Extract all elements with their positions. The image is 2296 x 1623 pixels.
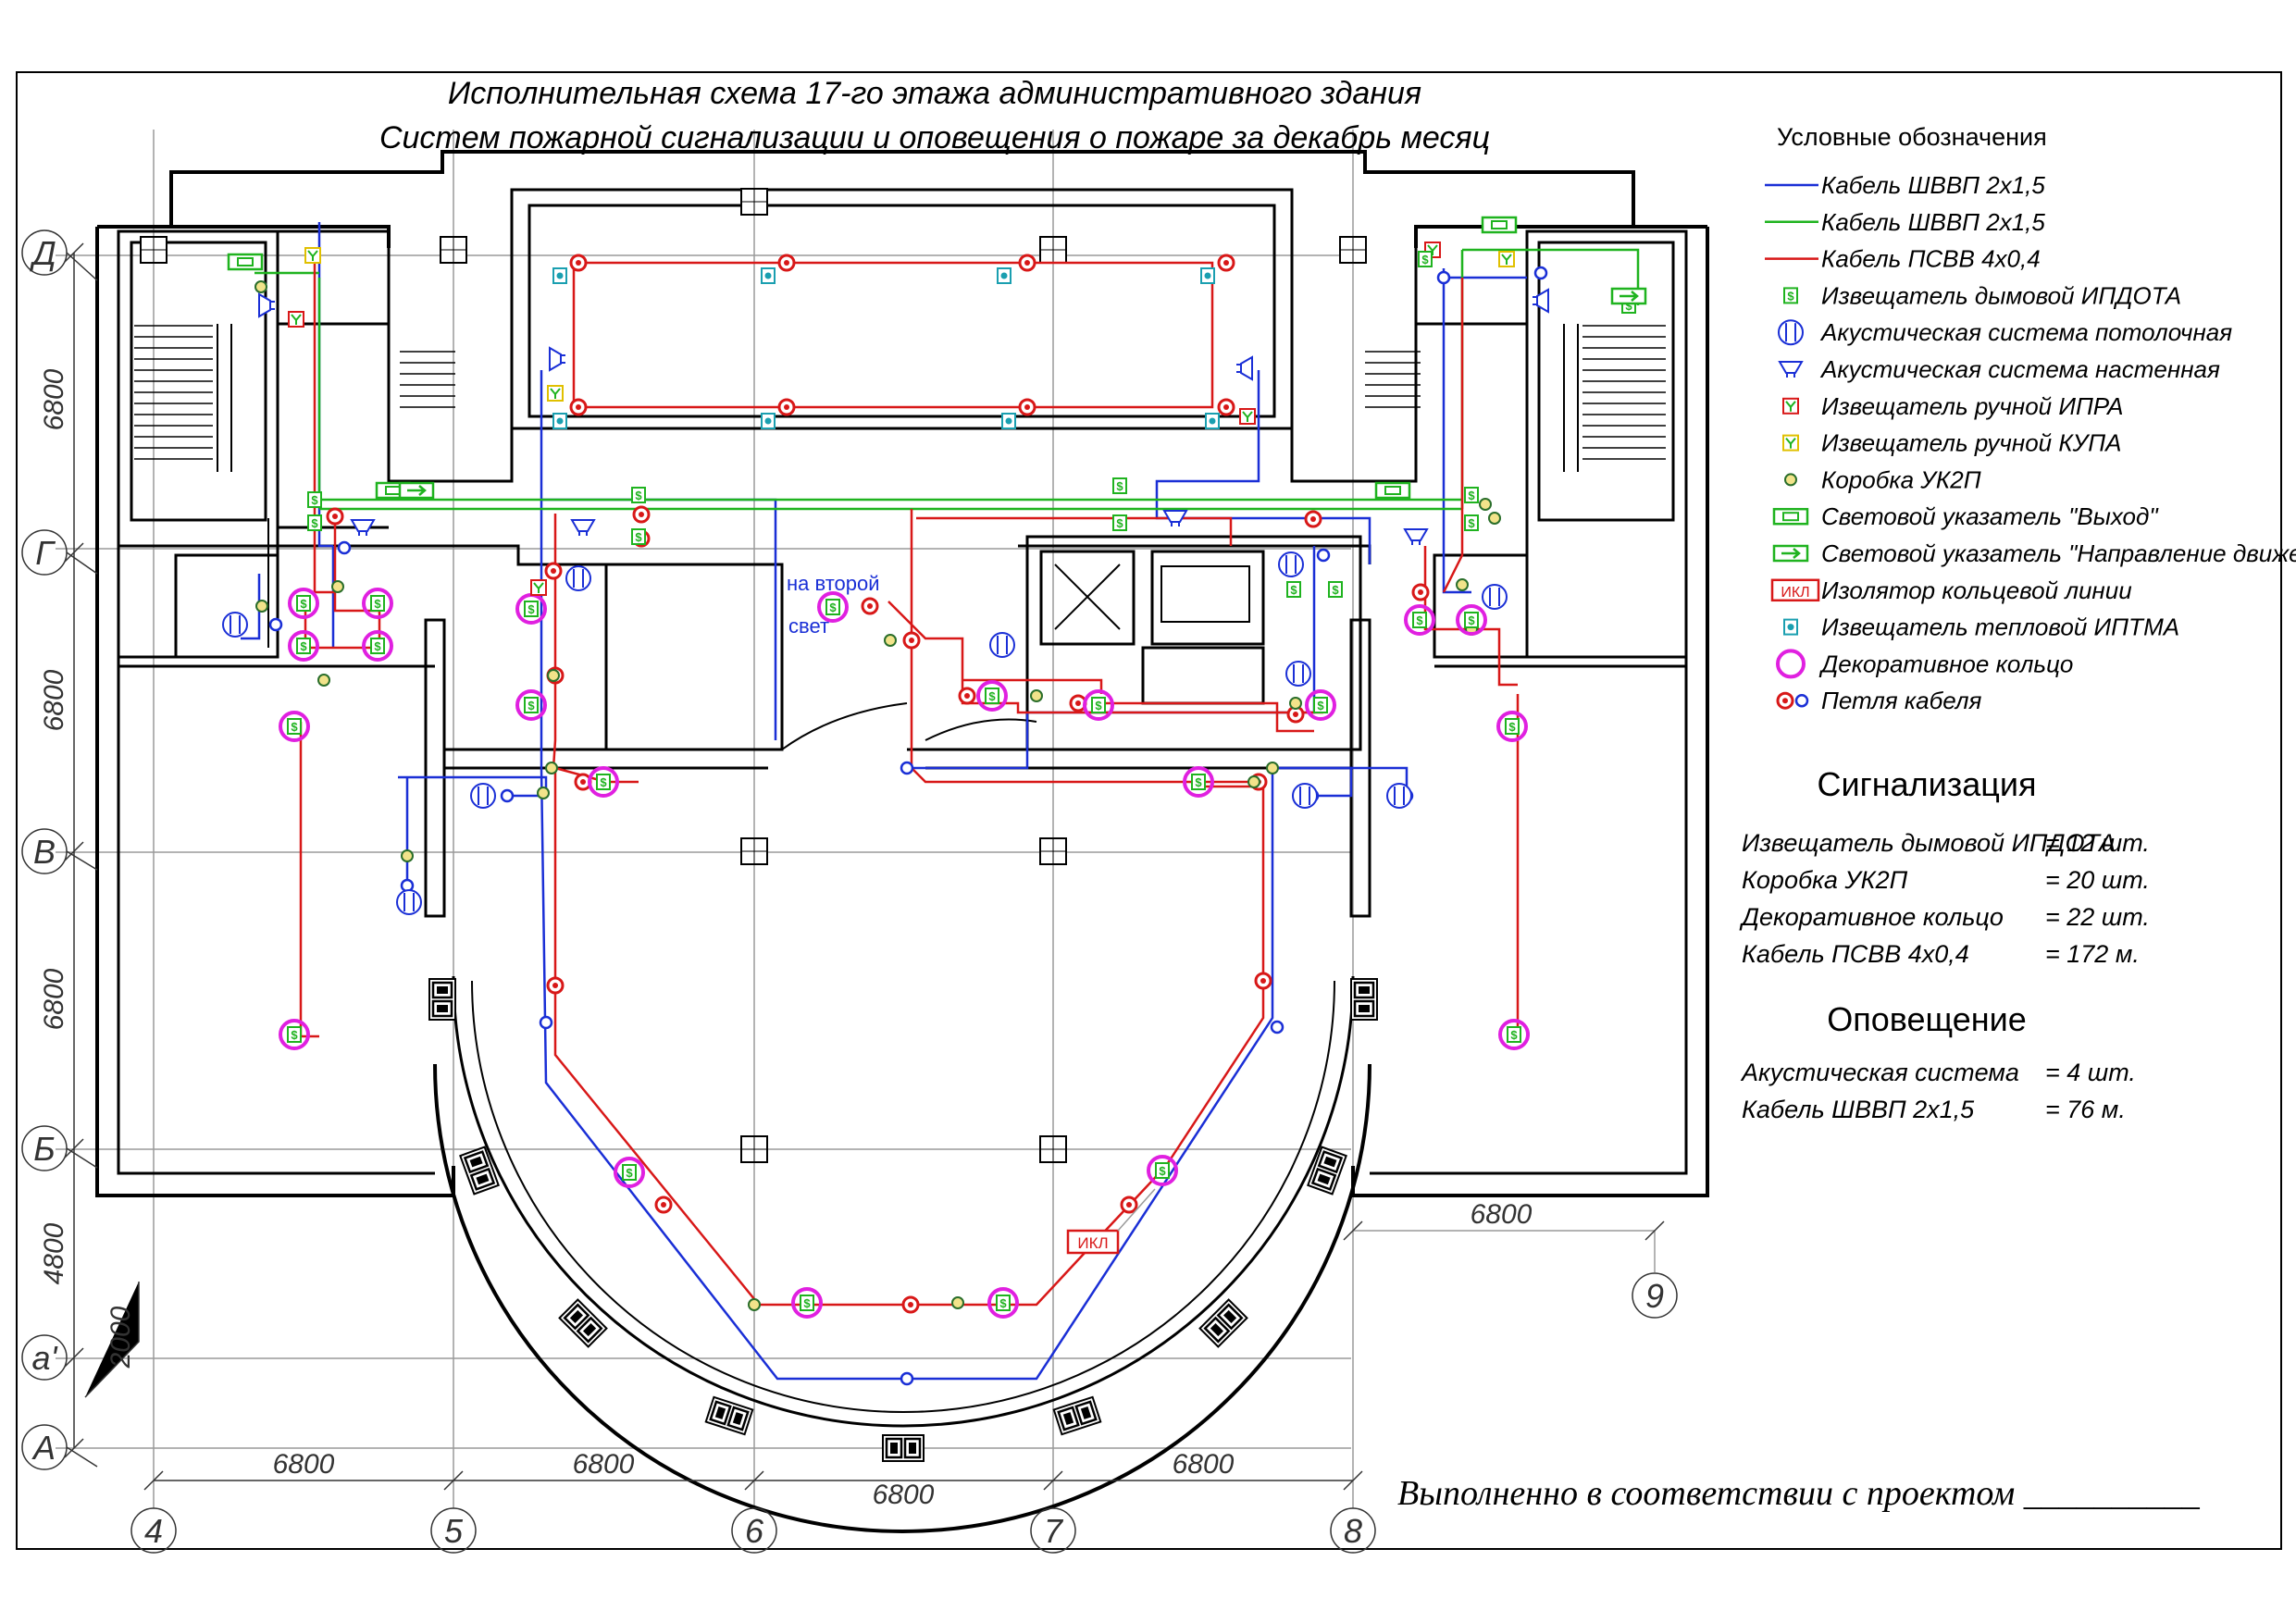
summary-item-name: Кабель ПСВВ 4х0,4 xyxy=(1742,940,1969,968)
axis-row-g: Г xyxy=(35,534,56,572)
green-cable-shvvp xyxy=(254,248,1640,511)
legend-title: Условные обозначения xyxy=(1777,123,2047,151)
note-na-vtoroy: на второй xyxy=(787,572,880,595)
stair-treads xyxy=(134,325,1666,460)
summary-item-value: = 4 шт. xyxy=(2045,1059,2136,1086)
axis-col-9: 9 xyxy=(1645,1277,1664,1315)
manual-call-points xyxy=(288,242,1515,596)
summary-item-value: = 20 шт. xyxy=(2045,866,2150,894)
axis-col-7: 7 xyxy=(1044,1512,1064,1550)
axis-row-v: В xyxy=(33,833,56,871)
ceiling-smoke-detectors xyxy=(552,267,1220,429)
direction-sign-icon xyxy=(1772,544,1809,563)
cable-loop-icon xyxy=(1776,691,1809,710)
axis-col-6: 6 xyxy=(745,1512,764,1550)
manual-kupa-icon xyxy=(1782,434,1799,452)
dim-col-7-8: 6800 xyxy=(1173,1449,1235,1480)
ikl-tag-text: ИКЛ xyxy=(1077,1234,1108,1252)
smoke-detector-icon xyxy=(1783,287,1798,304)
ikl-legend-text: ИКЛ xyxy=(1781,585,1809,601)
alarm-summary: Извещатель дымовой ИПДОТА= 12 шт. Коробка… xyxy=(1739,829,2150,968)
notify-title: Оповещение xyxy=(1827,1000,2027,1038)
note-svet: свет xyxy=(788,614,829,638)
summary-item-value: = 12 шт. xyxy=(2045,829,2150,857)
dimension-lines xyxy=(64,242,1665,1491)
axis-row-a: A xyxy=(31,1429,56,1467)
dim-row-b-a: 4800 xyxy=(39,1222,69,1284)
summary-item-value: = 76 м. xyxy=(2045,1096,2126,1123)
legend-label: Декоративное кольцо xyxy=(1818,650,2073,677)
window-units xyxy=(428,977,1379,1463)
dim-col-5-6: 6800 xyxy=(573,1449,635,1480)
legend-label: Извещатель тепловой ИПТМА xyxy=(1821,613,2179,641)
blue-cable-shvvp xyxy=(241,222,1527,1381)
title-line-2: Систем пожарной сигнализации и оповещени… xyxy=(379,120,1490,155)
dim-col-4-5: 6800 xyxy=(273,1449,335,1480)
ring-isolator-tag: ИКЛ xyxy=(1066,1229,1120,1255)
summary-item-value: = 22 шт. xyxy=(2045,903,2150,931)
legend-label: Акустическая система потолочная xyxy=(1819,318,2232,346)
axis-col-8: 8 xyxy=(1344,1512,1362,1550)
ceiling-speaker-icon xyxy=(1778,319,1804,346)
exit-sign-icon xyxy=(1772,507,1809,526)
heat-detector-icon xyxy=(1783,618,1798,636)
legend-label: Кабель ШВВП 2х1,5 xyxy=(1821,208,2045,236)
axis-row-b: Б xyxy=(33,1130,55,1168)
axis-col-5: 5 xyxy=(444,1512,464,1550)
legend-label: Петля кабеля xyxy=(1821,687,1981,714)
axis-bubbles: Д Г В Б a' A 4 5 6 7 8 9 xyxy=(21,229,1678,1554)
legend-label: Кабель ПСВВ 4х0,4 xyxy=(1821,245,2041,273)
summary-item-name: Кабель ШВВП 2х1,5 xyxy=(1742,1096,1975,1123)
summary-item-name: Извещатель дымовой ИПДОТА xyxy=(1742,829,2116,857)
legend-label: Акустическая система настенная xyxy=(1819,355,2220,383)
dimension-labels: 6800 6800 6800 6800 6800 6800 6800 6800 … xyxy=(39,368,1533,1510)
dim-row-g-v: 6800 xyxy=(39,669,69,731)
dim-col-6-7: 6800 xyxy=(873,1480,935,1510)
legend-label: Световой указатель "Выход" xyxy=(1821,502,2159,530)
title-line-1: Исполнительная схема 17-го этажа админис… xyxy=(448,76,1421,111)
manual-call-point-icon xyxy=(1782,397,1799,415)
wall-speaker-icon xyxy=(1779,361,1803,378)
legend-label: Коробка УК2П xyxy=(1821,465,1981,493)
legend-label: Извещатель ручной ИПРА xyxy=(1821,392,2123,420)
legend-label: Извещатель ручной КУПА xyxy=(1821,429,2121,457)
decorative-ring-icon xyxy=(1776,649,1806,679)
sheet-frame xyxy=(16,71,2282,1550)
junction-box-icon xyxy=(1784,473,1797,487)
axis-row-d: Д xyxy=(29,234,56,272)
legend-label: Изолятор кольцевой линии xyxy=(1821,576,2132,604)
summary-item-name: Декоративное кольцо xyxy=(1739,903,2004,931)
axis-row-a-prime: a' xyxy=(32,1339,58,1377)
summary-item-value: = 172 м. xyxy=(2045,940,2140,968)
summary-item-name: Коробка УК2П xyxy=(1742,866,1908,894)
legend-label: Световой указатель "Направление движения… xyxy=(1821,539,2296,567)
loop-markers-red xyxy=(326,254,1430,1314)
dim-2000: 2000 xyxy=(105,1306,136,1369)
legend-label: Извещатель дымовой ИПДОТА xyxy=(1821,281,2181,309)
axis-grid xyxy=(56,130,1656,1508)
decorative-rings xyxy=(279,588,1530,1319)
dim-row-d-g: 6800 xyxy=(39,368,69,430)
building-walls xyxy=(95,150,1709,1533)
ring-isolator-icon: ИКЛ xyxy=(1770,578,1820,602)
alarm-title: Сигнализация xyxy=(1817,765,2036,803)
summary-item-name: Акустическая система xyxy=(1740,1059,2019,1086)
legend-label: Кабель ШВВП 2х1,5 xyxy=(1821,171,2045,199)
dim-col-8-9: 6800 xyxy=(1471,1199,1533,1230)
notify-summary: Акустическая система = 4 шт. Кабель ШВВП 2… xyxy=(1740,1059,2136,1123)
dim-row-v-b: 6800 xyxy=(39,968,69,1030)
axis-col-4: 4 xyxy=(144,1512,163,1550)
approval-note: Выполненно в соответствии с проектом ___… xyxy=(1397,1474,2201,1513)
